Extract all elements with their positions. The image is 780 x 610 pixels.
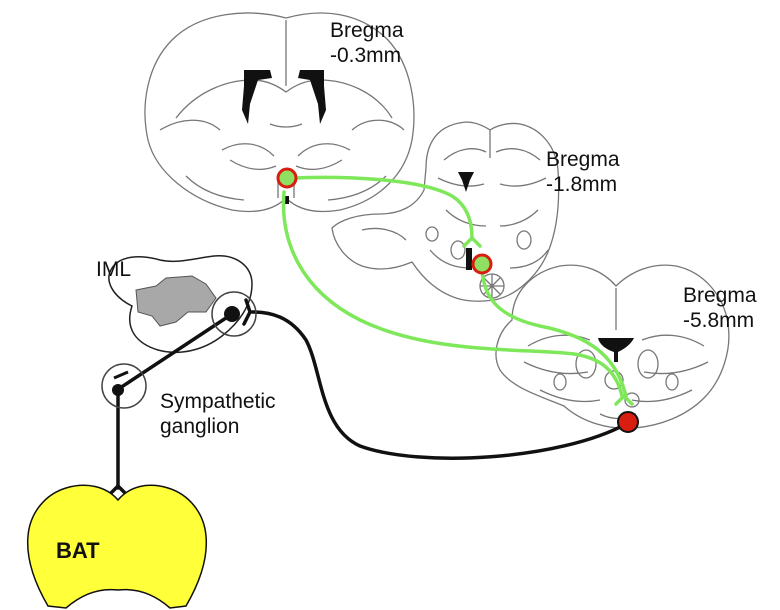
third-ventricle-ventral: [466, 248, 472, 270]
rpa-nucleus: [618, 412, 638, 432]
bat-label: BAT: [56, 538, 100, 564]
third-ventricle-dorsal: [458, 172, 474, 192]
green-path-dmh-terminal: [464, 238, 480, 246]
lateral-ventricle-right: [298, 70, 326, 124]
bregma-label-anterior: Bregma -0.3mm: [330, 18, 404, 68]
bregma-title: Bregma: [546, 147, 620, 172]
ganglion-label-line1: Sympathetic: [160, 389, 276, 414]
fourth-ventricle: [598, 338, 634, 362]
ganglion-neuron: [112, 384, 124, 396]
iml-grey-matter: [136, 276, 216, 326]
bregma-label-middle: Bregma -1.8mm: [546, 147, 620, 197]
bat-tissue: [28, 485, 207, 608]
dmh-nucleus: [473, 255, 491, 273]
bregma-value: -5.8mm: [683, 308, 757, 333]
bregma-label-posterior: Bregma -5.8mm: [683, 283, 757, 333]
sympathetic-ganglion-label: Sympathetic ganglion: [160, 389, 276, 439]
green-path-poa-to-rpa: [284, 192, 622, 396]
iml-label: IML: [96, 257, 131, 282]
ganglion-label-line2: ganglion: [160, 414, 276, 439]
ganglion-synapse-terminal: [114, 372, 128, 378]
bregma-value: -0.3mm: [330, 43, 404, 68]
bregma-title: Bregma: [683, 283, 757, 308]
green-path-rpa-terminal: [616, 396, 632, 404]
preoptic-nucleus: [278, 169, 296, 187]
green-pathways: [284, 177, 632, 404]
brain-section-middle: [332, 122, 559, 301]
iml-neuron: [224, 306, 240, 322]
bregma-value: -1.8mm: [546, 172, 620, 197]
bregma-title: Bregma: [330, 18, 404, 43]
lateral-ventricle-left: [242, 70, 272, 124]
